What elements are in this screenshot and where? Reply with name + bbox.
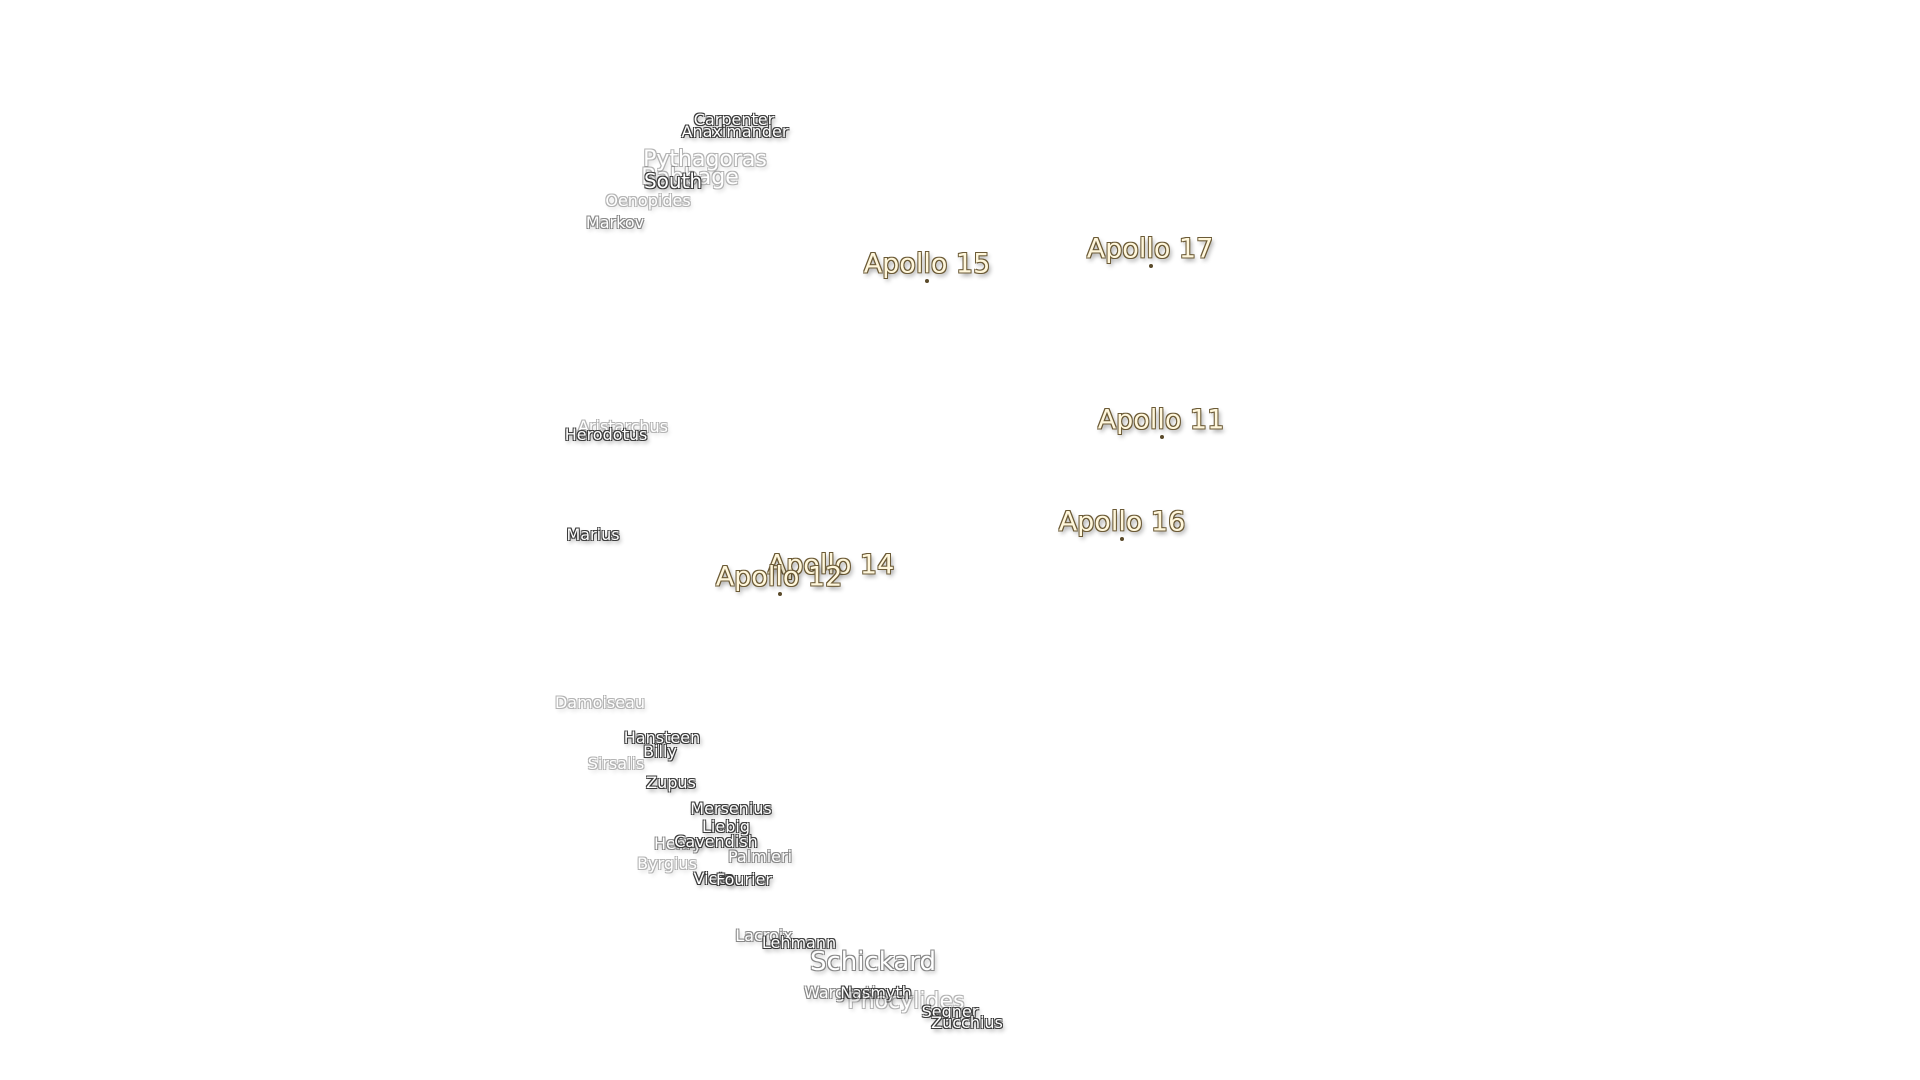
- crater-label-mersenius[interactable]: Mersenius: [690, 799, 772, 818]
- crater-label-damoiseau[interactable]: Damoiseau: [554, 693, 646, 712]
- apollo-17-label[interactable]: Apollo 17: [1086, 233, 1214, 265]
- apollo-12-label[interactable]: Apollo 12: [715, 561, 843, 593]
- crater-label-lacroix[interactable]: Lacroix: [735, 926, 793, 945]
- apollo-12-site-marker[interactable]: [778, 592, 782, 596]
- crater-label-phocylides[interactable]: Phocylides: [847, 989, 965, 1014]
- crater-label-palmieri[interactable]: Palmieri: [727, 847, 793, 866]
- crater-label-oenopides[interactable]: Oenopides: [605, 191, 691, 210]
- crater-label-zupus[interactable]: Zupus: [646, 773, 696, 792]
- crater-label-vieta[interactable]: Vieta: [693, 869, 735, 888]
- crater-label-wargentin[interactable]: Wargentin: [804, 983, 886, 1002]
- crater-label-herodotus[interactable]: Herodotus: [564, 425, 648, 444]
- crater-label-liebig[interactable]: Liebig: [702, 817, 750, 836]
- crater-label-schickard[interactable]: Schickard: [809, 947, 937, 977]
- apollo-15-label[interactable]: Apollo 15: [863, 248, 991, 280]
- apollo-15-site-marker[interactable]: [925, 279, 929, 283]
- crater-label-anaximander[interactable]: Anaximander: [681, 122, 789, 141]
- crater-label-carpenter[interactable]: Carpenter: [693, 110, 775, 129]
- crater-label-segner[interactable]: Segner: [921, 1002, 979, 1021]
- crater-label-byrgius[interactable]: Byrgius: [637, 854, 697, 873]
- apollo-11-site-marker[interactable]: [1160, 435, 1164, 439]
- crater-label-pythagoras[interactable]: Pythagoras: [643, 147, 767, 172]
- crater-label-lehmann[interactable]: Lehmann: [761, 933, 837, 952]
- apollo-14-label[interactable]: Apollo 14: [767, 549, 895, 581]
- crater-label-cavendish[interactable]: Cavendish: [674, 832, 758, 851]
- crater-label-markov[interactable]: Markov: [585, 213, 645, 232]
- crater-label-zucchius[interactable]: Zucchius: [931, 1013, 1003, 1032]
- crater-label-fourier[interactable]: Fourier: [715, 870, 773, 889]
- crater-label-nasmyth[interactable]: Nasmyth: [840, 983, 912, 1002]
- apollo-17-site-marker[interactable]: [1149, 264, 1153, 268]
- crater-label-billy[interactable]: Billy: [643, 742, 677, 761]
- crater-label-marius[interactable]: Marius: [566, 525, 620, 544]
- crater-label-hansteen[interactable]: Hansteen: [623, 728, 701, 747]
- crater-label-babbage[interactable]: Babbage: [641, 165, 739, 190]
- crater-label-aristarchus[interactable]: Aristarchus: [577, 417, 669, 436]
- apollo-16-site-marker[interactable]: [1120, 537, 1124, 541]
- crater-label-south[interactable]: South: [643, 169, 703, 193]
- apollo-11-label[interactable]: Apollo 11: [1097, 404, 1225, 436]
- crater-label-henry[interactable]: Henry: [653, 834, 703, 853]
- crater-label-sirsalis[interactable]: Sirsalis: [587, 754, 645, 773]
- apollo-16-label[interactable]: Apollo 16: [1058, 506, 1186, 538]
